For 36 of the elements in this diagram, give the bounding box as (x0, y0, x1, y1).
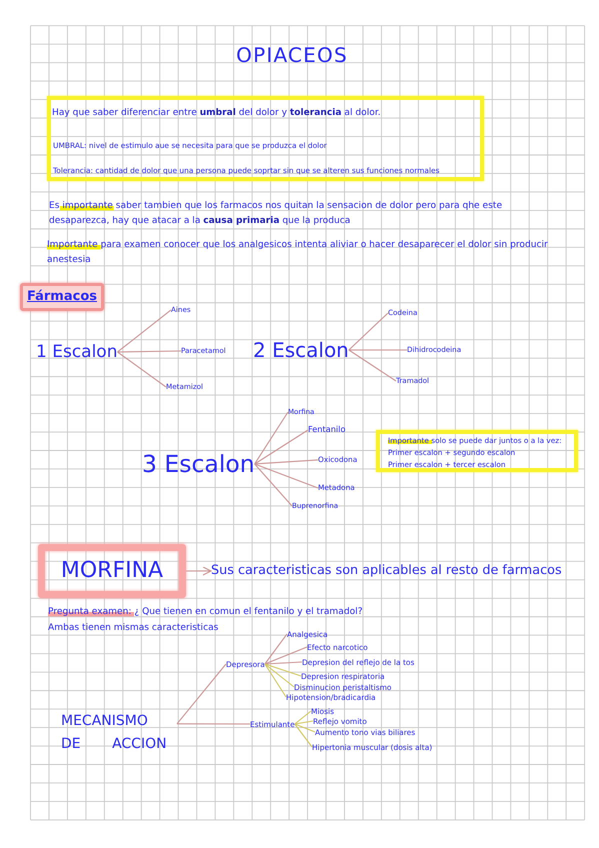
connector-line (264, 661, 302, 665)
connector-line (254, 430, 308, 464)
connector-line (176, 664, 226, 724)
note-text: Hay que saber diferenciar entre umbral del dolor y tolerancia al dolor. (52, 108, 381, 118)
connector-line (348, 312, 388, 350)
page-title: OPIACEOS (236, 43, 348, 67)
connector-line (294, 720, 314, 725)
topic-heading: MORFINA (60, 558, 164, 584)
connector-line (264, 634, 288, 664)
connector-line (294, 723, 316, 733)
connector-line (254, 464, 292, 506)
connector-line (348, 349, 407, 351)
branch-label: Fentanilo (308, 425, 346, 435)
topic-label: 1 Escalon (36, 342, 118, 362)
connector-line (264, 646, 308, 664)
section-heading: Fármacos (27, 289, 97, 305)
topic-label: MECANISMO DE ACCION (61, 712, 168, 754)
connector-line (254, 463, 318, 488)
connector-line (264, 664, 286, 698)
connector-line (177, 723, 250, 725)
arrow (186, 566, 212, 576)
connector-line (117, 310, 172, 352)
connector-line (117, 352, 166, 388)
connector-line (117, 350, 181, 353)
connector-line (264, 664, 294, 688)
connector-line (254, 412, 288, 464)
connector-line (294, 724, 312, 748)
topic-label: 2 Escalon (253, 338, 349, 362)
answer-text: Ambas tienen mismas caracteristicas (48, 623, 218, 634)
exam-question: Pregunta examen: ¿ Que tienen en comun el fentanilo y el tramadol? (48, 607, 363, 618)
topic-label: 3 Escalon (142, 450, 255, 478)
connector-line (294, 710, 312, 724)
connector-line (254, 459, 318, 465)
connector-line (348, 350, 396, 382)
connector-line (264, 663, 302, 677)
statement-text: Sus caracteristicas son aplicables al resto de farmacos (211, 563, 562, 579)
